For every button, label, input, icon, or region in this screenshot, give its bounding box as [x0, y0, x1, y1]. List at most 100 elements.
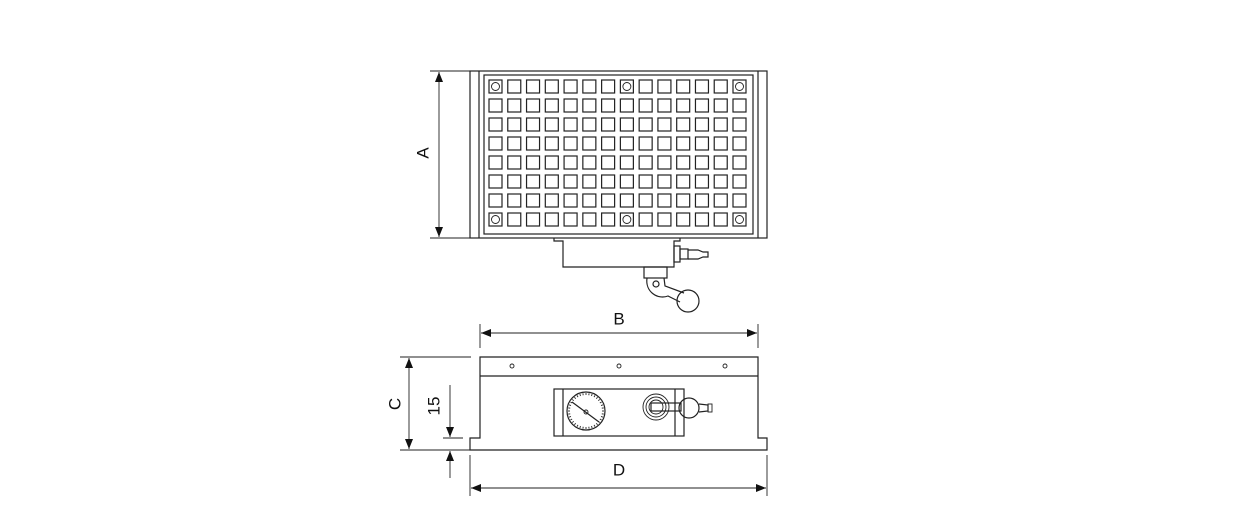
pole-square	[507, 155, 522, 170]
gauge-tick	[591, 425, 593, 429]
pole-square	[488, 79, 503, 94]
pole-square	[525, 212, 541, 227]
pole-square	[563, 155, 578, 170]
mounting-hole-icon	[509, 363, 515, 369]
gauge-tick	[574, 422, 577, 426]
pole-square	[619, 174, 634, 189]
pole-square	[525, 79, 541, 94]
pole-square	[619, 136, 634, 151]
dimension-base-height: 15	[424, 385, 463, 478]
pole-square	[601, 193, 616, 208]
pole-square	[657, 193, 672, 208]
gauge-tick	[571, 420, 575, 423]
pole-square	[694, 117, 710, 132]
pole-square	[525, 193, 541, 208]
gauge-tick	[593, 395, 596, 398]
pole-square	[488, 98, 503, 113]
gauge-tick	[593, 424, 596, 427]
pole-square	[676, 174, 691, 189]
pole-square	[525, 117, 541, 132]
pole-square	[601, 117, 616, 132]
pole-square	[638, 98, 653, 113]
gauge-tick	[579, 393, 581, 397]
pole-square	[713, 136, 728, 151]
pole-square	[732, 117, 747, 132]
pole-square	[544, 155, 559, 170]
pole-square	[713, 174, 728, 189]
dimension-label-d: D	[613, 460, 625, 479]
pole-square	[713, 155, 728, 170]
pole-square	[732, 79, 747, 94]
pole-square	[657, 79, 672, 94]
pole-square	[676, 155, 691, 170]
pole-square	[638, 155, 653, 170]
pole-square	[657, 117, 672, 132]
pole-square	[601, 98, 616, 113]
pole-square	[582, 193, 597, 208]
pole-square	[507, 79, 522, 94]
pole-square	[525, 98, 541, 113]
pole-square	[563, 117, 578, 132]
pole-square	[694, 136, 710, 151]
dimension-a: A	[413, 70, 470, 239]
chuck-body-outline	[469, 70, 768, 239]
pole-square	[507, 193, 522, 208]
pole-square	[525, 155, 541, 170]
dimension-c: C	[385, 356, 471, 451]
pole-square	[582, 155, 597, 170]
pole-square	[732, 212, 747, 227]
pole-square	[638, 117, 653, 132]
pole-square	[732, 98, 747, 113]
pivot-icon	[652, 280, 660, 288]
gauge-tick	[599, 401, 602, 404]
pole-square	[582, 79, 597, 94]
pole-square	[601, 136, 616, 151]
gauge-tick	[571, 399, 575, 402]
pole-square	[544, 212, 559, 227]
pole-square	[619, 155, 634, 170]
front-body-outline	[469, 356, 768, 451]
pole-square	[601, 174, 616, 189]
pole-square	[694, 98, 710, 113]
pole-square	[582, 98, 597, 113]
pole-square	[488, 174, 503, 189]
pole-square	[563, 193, 578, 208]
dimension-b: B	[479, 309, 759, 348]
pole-square	[732, 193, 747, 208]
pole-square	[676, 79, 691, 94]
gauge-tick	[576, 395, 579, 398]
pole-square	[544, 117, 559, 132]
mounting-hole-icon	[616, 363, 622, 369]
pole-square	[676, 193, 691, 208]
pole-square	[694, 79, 710, 94]
dimension-label-c: C	[385, 398, 404, 410]
dimension-label-b: B	[613, 309, 624, 328]
pole-grid	[488, 79, 747, 227]
pole-square	[488, 212, 503, 227]
pole-square	[713, 98, 728, 113]
pole-square	[488, 193, 503, 208]
control-knob-icon[interactable]	[642, 393, 713, 421]
pole-square	[507, 212, 522, 227]
pole-square	[544, 193, 559, 208]
pole-square	[507, 98, 522, 113]
pole-square	[676, 117, 691, 132]
pole-square	[563, 174, 578, 189]
pole-square	[657, 136, 672, 151]
pole-square	[638, 174, 653, 189]
lever-handle[interactable]	[646, 277, 700, 313]
gauge-tick	[579, 425, 581, 429]
pole-square	[694, 212, 710, 227]
air-fitting	[673, 245, 709, 263]
clamp-hole-icon	[491, 82, 500, 91]
clamp-hole-icon	[622, 82, 632, 91]
pole-square	[619, 212, 634, 227]
pole-square	[544, 79, 559, 94]
pole-square	[563, 98, 578, 113]
pole-square	[732, 136, 747, 151]
pole-square	[638, 193, 653, 208]
pole-plate	[483, 74, 754, 235]
pole-square	[488, 136, 503, 151]
pole-square	[563, 136, 578, 151]
